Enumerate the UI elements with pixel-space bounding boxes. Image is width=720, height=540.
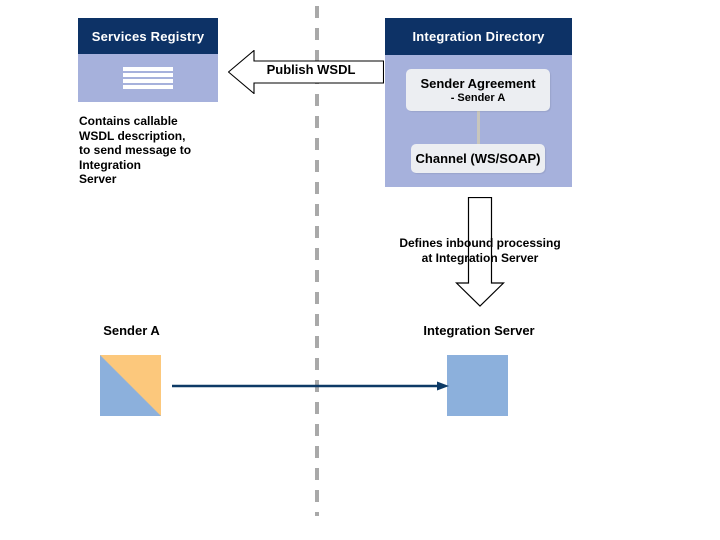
services-registry-note: Contains callable WSDL description, to s… xyxy=(79,114,192,186)
integration-directory-header[interactable]: Integration Directory xyxy=(385,18,572,55)
sender-agreement-channel-connector xyxy=(477,111,480,144)
publish-wsdl-arrow-shape xyxy=(228,50,384,94)
document-stack-icon xyxy=(123,64,173,92)
defines-inbound-arrow-shape xyxy=(455,197,505,307)
integration-server-system-box[interactable] xyxy=(447,355,508,416)
integration-server-caption: Integration Server xyxy=(423,323,535,338)
vertical-dashed-divider xyxy=(315,6,319,516)
message-flow-arrowhead xyxy=(437,381,449,391)
sender-agreement-box[interactable]: Sender Agreement - Sender A xyxy=(406,69,550,111)
publish-wsdl-arrow xyxy=(228,50,384,94)
services-registry-body xyxy=(78,54,218,102)
sender-agreement-title: Sender Agreement xyxy=(420,76,536,91)
channel-label: Channel (WS/SOAP) xyxy=(415,151,541,166)
defines-inbound-arrow xyxy=(455,197,505,307)
channel-box[interactable]: Channel (WS/SOAP) xyxy=(411,144,545,173)
message-flow-arrow xyxy=(172,378,450,394)
sender-a-system-box[interactable] xyxy=(100,355,161,416)
sender-agreement-subtitle: - Sender A xyxy=(450,92,506,104)
services-registry-header[interactable]: Services Registry xyxy=(78,18,218,54)
sender-a-caption: Sender A xyxy=(103,323,160,338)
publish-wsdl-label: Publish WSDL xyxy=(266,62,356,77)
defines-inbound-label: Defines inbound processing at Integratio… xyxy=(399,236,561,265)
